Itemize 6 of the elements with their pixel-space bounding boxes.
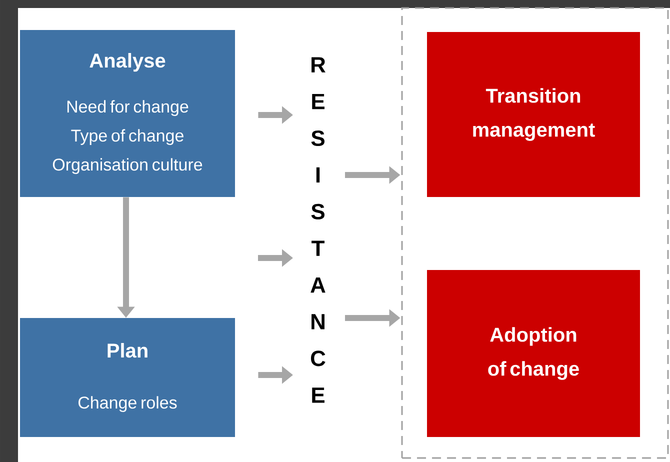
process-box: Analyse Need for change Type of change Organisation culture bbox=[20, 30, 235, 197]
outcome-box: Transition management bbox=[427, 32, 640, 197]
process-box: Plan Change roles bbox=[20, 318, 235, 437]
dashed-box bbox=[401, 7, 669, 459]
vertical-word: RESISTANCE bbox=[310, 57, 326, 403]
outcome-box: Adoption of change bbox=[427, 270, 640, 437]
